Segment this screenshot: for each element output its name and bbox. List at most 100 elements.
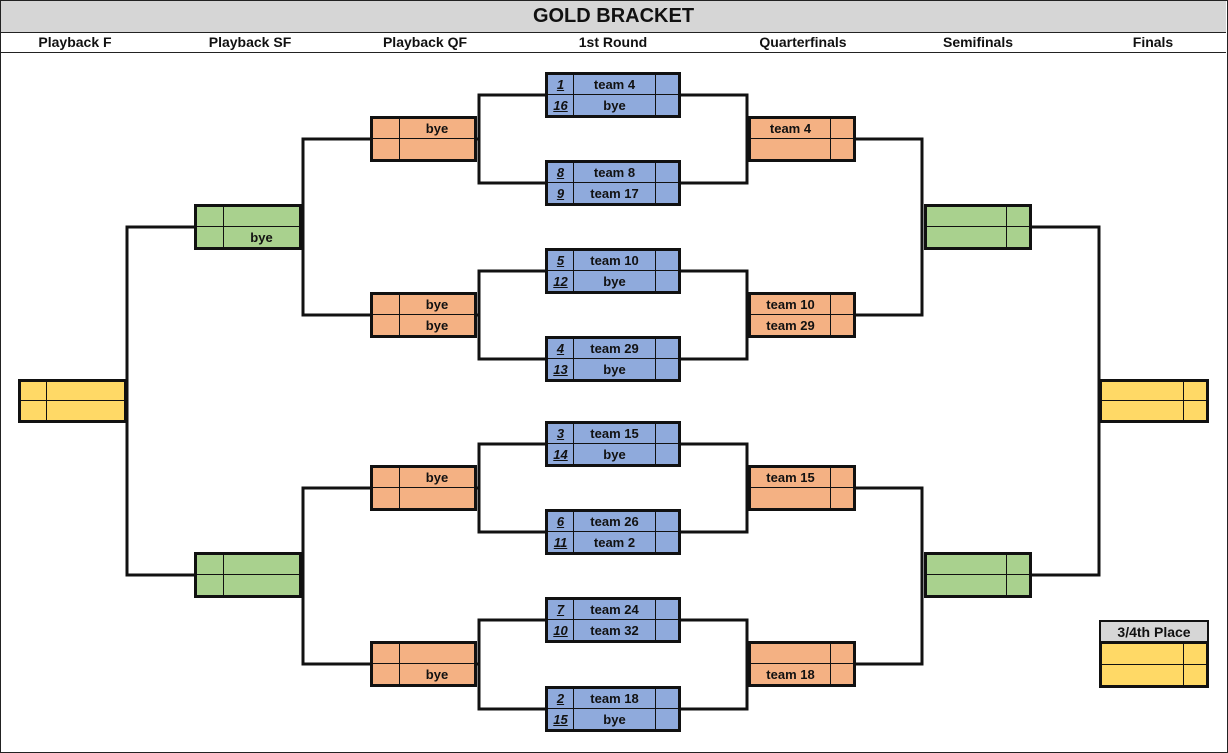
- seed-cell[interactable]: 6: [548, 512, 574, 531]
- team-cell[interactable]: [1102, 401, 1184, 420]
- team-cell[interactable]: [47, 401, 124, 420]
- team-cell[interactable]: [47, 382, 124, 400]
- match-slot-bot[interactable]: bye: [197, 227, 299, 247]
- seed-cell[interactable]: 15: [548, 709, 574, 729]
- team-cell[interactable]: [927, 207, 1007, 226]
- team-cell[interactable]: bye: [400, 295, 474, 314]
- score-cell[interactable]: [831, 295, 853, 314]
- seed-cell[interactable]: 12: [548, 271, 574, 291]
- team-cell[interactable]: team 18: [574, 689, 656, 708]
- third-place-match[interactable]: [1099, 641, 1209, 688]
- team-cell[interactable]: [400, 644, 474, 663]
- score-cell[interactable]: [656, 620, 678, 640]
- team-cell[interactable]: bye: [400, 468, 474, 487]
- team-cell[interactable]: [224, 575, 299, 595]
- team-cell[interactable]: team 2: [574, 532, 656, 552]
- team-cell[interactable]: [927, 575, 1007, 595]
- playback-sf-match[interactable]: bye: [194, 204, 302, 250]
- score-cell[interactable]: [1184, 382, 1206, 400]
- playback-sf-match[interactable]: [194, 552, 302, 598]
- score-cell[interactable]: [831, 664, 853, 684]
- score-cell[interactable]: [656, 709, 678, 729]
- quarterfinal-match[interactable]: team 15: [748, 465, 856, 511]
- team-cell[interactable]: team 4: [751, 119, 831, 138]
- score-cell[interactable]: [197, 575, 224, 595]
- match-slot-bot[interactable]: bye: [373, 315, 474, 335]
- team-cell[interactable]: team 29: [574, 339, 656, 358]
- match-slot-top[interactable]: [197, 207, 299, 227]
- score-cell[interactable]: [197, 227, 224, 247]
- team-cell[interactable]: [1102, 665, 1184, 685]
- match-slot-bot[interactable]: [1102, 401, 1206, 420]
- match-slot-bot[interactable]: [21, 401, 124, 420]
- quarterfinal-match[interactable]: team 4: [748, 116, 856, 162]
- playback-qf-match[interactable]: bye: [370, 641, 477, 687]
- match-slot-bot[interactable]: team 29: [751, 315, 853, 335]
- quarterfinal-match[interactable]: team 18: [748, 641, 856, 687]
- team-cell[interactable]: team 26: [574, 512, 656, 531]
- match-slot-top[interactable]: [1102, 644, 1206, 665]
- seed-cell[interactable]: 1: [548, 75, 574, 94]
- score-cell[interactable]: [656, 163, 678, 182]
- seed-cell[interactable]: 10: [548, 620, 574, 640]
- semifinal-match[interactable]: [924, 552, 1032, 598]
- team-cell[interactable]: [400, 488, 474, 508]
- team-cell[interactable]: [224, 555, 299, 574]
- playback-qf-match[interactable]: bye: [370, 465, 477, 511]
- seed-cell[interactable]: 5: [548, 251, 574, 270]
- team-cell[interactable]: [1102, 382, 1184, 400]
- team-cell[interactable]: bye: [400, 664, 474, 684]
- team-cell[interactable]: bye: [574, 271, 656, 291]
- seed-cell[interactable]: 7: [548, 600, 574, 619]
- score-cell[interactable]: [831, 644, 853, 663]
- score-cell[interactable]: [656, 532, 678, 552]
- seed-cell[interactable]: 2: [548, 689, 574, 708]
- match-slot-bot[interactable]: [927, 227, 1029, 247]
- match-slot-bot[interactable]: [1102, 665, 1206, 685]
- score-cell[interactable]: [656, 95, 678, 115]
- semifinal-match[interactable]: [924, 204, 1032, 250]
- match-slot-top[interactable]: [373, 644, 474, 664]
- team-cell[interactable]: team 8: [574, 163, 656, 182]
- score-cell[interactable]: [1184, 665, 1206, 685]
- score-cell[interactable]: [656, 75, 678, 94]
- match-slot-top[interactable]: team 15: [751, 468, 853, 488]
- match-slot-top[interactable]: bye: [373, 468, 474, 488]
- match-slot-bot[interactable]: [751, 488, 853, 508]
- score-cell[interactable]: [1007, 227, 1029, 247]
- match-slot-bot[interactable]: [373, 139, 474, 159]
- score-cell[interactable]: [656, 251, 678, 270]
- score-cell[interactable]: [656, 271, 678, 291]
- team-cell[interactable]: team 4: [574, 75, 656, 94]
- seed-cell[interactable]: 14: [548, 444, 574, 464]
- score-cell[interactable]: [21, 401, 47, 420]
- match-slot-top[interactable]: [927, 555, 1029, 575]
- score-cell[interactable]: [1184, 644, 1206, 664]
- team-cell[interactable]: team 32: [574, 620, 656, 640]
- score-cell[interactable]: [656, 183, 678, 203]
- team-cell[interactable]: [400, 139, 474, 159]
- team-cell[interactable]: bye: [400, 315, 474, 335]
- team-cell[interactable]: bye: [224, 227, 299, 247]
- score-cell[interactable]: [197, 207, 224, 226]
- match-slot-top[interactable]: team 4: [751, 119, 853, 139]
- score-cell[interactable]: [373, 119, 400, 138]
- score-cell[interactable]: [1184, 401, 1206, 420]
- team-cell[interactable]: team 10: [574, 251, 656, 270]
- match-slot-top[interactable]: bye: [373, 295, 474, 315]
- seed-cell[interactable]: 3: [548, 424, 574, 443]
